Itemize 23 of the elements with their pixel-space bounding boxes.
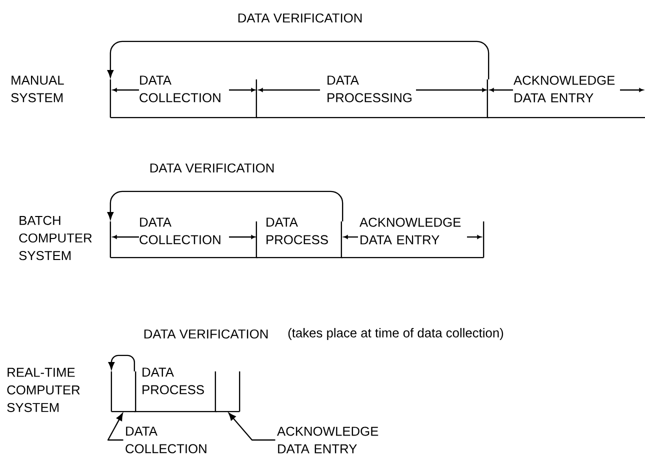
callout-label: DATA COLLECTION: [126, 426, 206, 454]
timeline-segment: ACKNOWLEDGE DATA ENTRY: [340, 218, 484, 258]
timeline-segment: DATA COLLECTION: [110, 218, 258, 258]
segment-bracket: [110, 371, 136, 412]
verification-arrow: [107, 190, 344, 222]
timeline-segment: DATA PROCESSING: [256, 76, 489, 118]
verification-arrow: [107, 40, 490, 80]
row-label: MANUAL SYSTEM: [11, 76, 64, 102]
edge-label: DATA VERIFICATION: [238, 13, 362, 23]
row-label: REAL-TIME COMPUTER SYSTEM: [7, 368, 80, 412]
timeline-segment: DATA PROCESS: [134, 368, 217, 412]
timeline-segment: ACKNOWLEDGE DATA ENTRY: [486, 76, 645, 118]
note: (takes place at time of data collection): [288, 328, 504, 340]
verification-arrow: [108, 354, 135, 372]
timeline-segment: DATA COLLECTION: [110, 76, 258, 118]
callout-label: ACKNOWLEDGE DATA ENTRY: [277, 426, 378, 454]
leader-line: [228, 412, 276, 441]
timeline-segment: DATA PROCESS: [256, 218, 343, 258]
row-label: BATCH COMPUTER SYSTEM: [19, 216, 92, 260]
edge-label: DATA VERIFICATION: [150, 163, 274, 173]
segment-bracket: [214, 371, 240, 412]
edge-label: DATA VERIFICATION: [144, 329, 268, 339]
leader-line: [107, 413, 124, 441]
